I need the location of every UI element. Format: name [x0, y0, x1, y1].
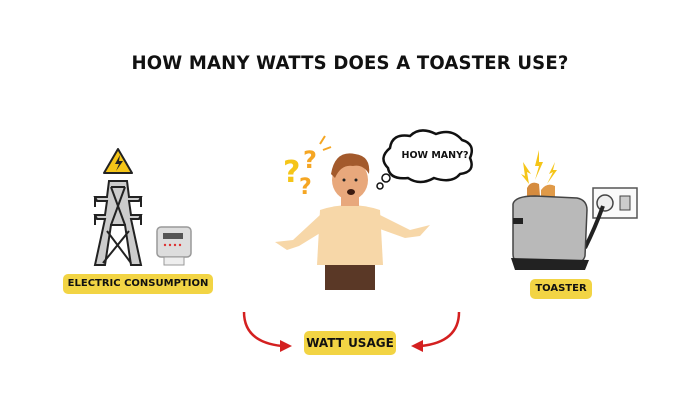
svg-text:?: ?: [299, 175, 312, 200]
lightning-bolts-icon: [521, 150, 557, 184]
thought-bubble-text: HOW MANY?: [401, 150, 469, 161]
toaster-label: TOASTER: [530, 279, 592, 299]
thought-bubble: [376, 129, 473, 190]
electric-consumption-label: ELECTRIC CONSUMPTION: [63, 274, 213, 294]
high-voltage-warning-icon: [103, 148, 133, 174]
electric-meter-icon: [156, 226, 192, 266]
confused-man-illustration: ? ? ?: [275, 135, 430, 290]
power-outlet-icon: [592, 187, 638, 219]
question-marks-icon: ? ? ?: [283, 135, 332, 200]
power-tower-icon: [93, 148, 192, 266]
page-title: HOW MANY WATTS DOES A TOASTER USE?: [131, 52, 569, 74]
toaster-icon: [511, 150, 638, 270]
svg-text:?: ?: [303, 146, 317, 174]
svg-text:?: ?: [283, 155, 300, 190]
watt-usage-label: WATT USAGE: [304, 331, 396, 355]
curved-arrow-left-icon: [242, 311, 292, 352]
curved-arrow-right-icon: [411, 311, 461, 352]
